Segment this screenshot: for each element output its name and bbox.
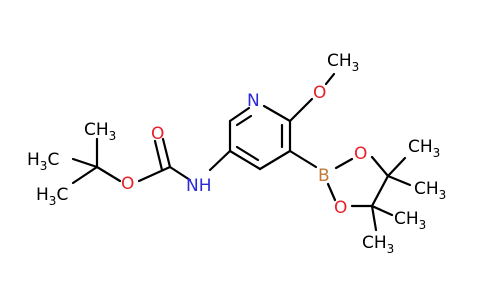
methoxy-ch3-label: CH3 <box>327 51 359 74</box>
bond-c-c <box>370 174 390 208</box>
bond-nh-ccarbonyl <box>168 165 192 182</box>
dioxaborolane-oxygen-top-label: O <box>354 144 367 164</box>
bond-obottom-b <box>326 182 337 202</box>
bond-c5-nh <box>208 149 232 172</box>
bond-b-otop <box>334 157 354 170</box>
bond-oester-cq <box>95 165 122 183</box>
bond-c4-c5-double <box>235 145 260 162</box>
bond-ccarbonyl-oester <box>137 165 172 183</box>
pinacol-ch3-2-label: CH3 <box>414 179 446 202</box>
amine-nh-label: NH <box>186 176 212 196</box>
bond-c-me2 <box>386 174 412 187</box>
tbu-ch3-top-label: CH3 <box>84 120 116 143</box>
pinacol-ch3-1-label: CH3 <box>408 137 440 160</box>
bond-n-c2 <box>262 104 292 123</box>
ester-oxygen-label: O <box>121 174 134 194</box>
tbu-h3c-bottom-label: H3C <box>36 185 68 208</box>
bond-cq-me-bottom <box>71 165 99 185</box>
bond-c6-n <box>228 106 251 123</box>
bond-c-me3 <box>370 204 394 217</box>
carbonyl-oxygen-label: O <box>151 124 164 144</box>
bond-c3-c4 <box>258 149 292 171</box>
methoxy-oxygen-label: O <box>313 83 326 103</box>
bond-ccarbonyl-o-double <box>153 139 164 172</box>
atom-labels: N O B O O NH O O CH3 CH3 H3C H3C CH3 CH3… <box>27 51 446 256</box>
bond-c-me1 <box>386 156 407 178</box>
boron-label: B <box>318 166 330 186</box>
bond-cq-me-left <box>71 157 99 169</box>
dioxaborolane-oxygen-bottom-label: O <box>334 198 347 218</box>
bond-lines <box>71 72 412 232</box>
bond-otop-c <box>370 155 390 178</box>
bond-omethoxy-ch3 <box>324 72 336 86</box>
bond-c2-omethoxy <box>288 97 314 123</box>
bond-c-me4 <box>370 204 378 232</box>
pinacol-ch3-4-label: CH3 <box>362 233 394 256</box>
bond-ccarbonyl-o <box>161 137 172 169</box>
tbu-h3c-left-label: H3C <box>27 150 59 173</box>
bond-c6-n-double <box>235 114 253 127</box>
pyridine-nitrogen-label: N <box>247 91 260 111</box>
bond-c4-c5 <box>228 149 262 171</box>
pinacol-ch3-3-label: CH3 <box>394 209 426 232</box>
bond-c3-b <box>288 149 318 169</box>
